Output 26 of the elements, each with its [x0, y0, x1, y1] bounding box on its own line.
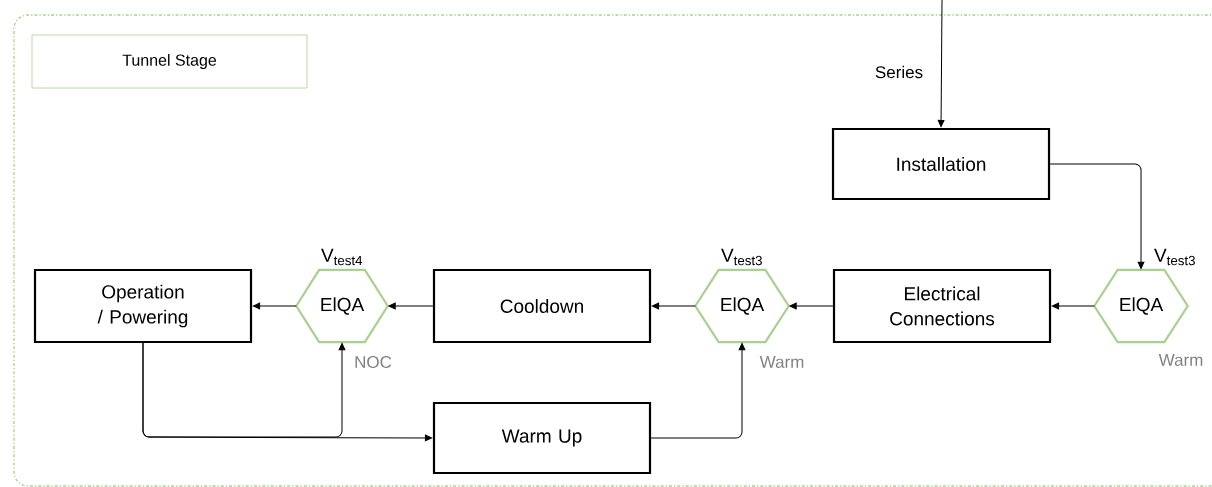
arrow: [651, 302, 696, 310]
hexagon: ElQA: [694, 268, 790, 344]
arrow: [252, 302, 297, 310]
process-box: Installation: [831, 127, 1051, 201]
condition-label: NOC: [355, 356, 392, 369]
stage-label-box: Tunnel Stage: [31, 34, 308, 89]
arrow: [1051, 302, 1095, 310]
process-box: Cooldown: [432, 268, 652, 344]
arrow: [388, 302, 434, 310]
arrow: [650, 342, 746, 439]
hexagon: ElQA: [295, 268, 389, 344]
process-box: Warm Up: [432, 401, 652, 475]
arrow: [1049, 163, 1145, 270]
voltage-label: V$_{test4}$: [321, 248, 363, 266]
condition-label: Warm: [759, 356, 804, 368]
condition-label: Warm: [1158, 354, 1203, 366]
process-box: Operation / Powering: [33, 268, 253, 344]
voltage-label: V$_{test3}$: [721, 248, 762, 266]
stage-region: [13, 14, 1212, 487]
process-box: Electrical Connections: [832, 268, 1052, 344]
arrow: [789, 302, 834, 310]
voltage-label: V$_{test3}$: [1154, 248, 1195, 266]
arrow: [937, 0, 945, 128]
hexagon: ElQA: [1093, 268, 1190, 344]
arrow: [142, 342, 346, 438]
edge-label: Series: [873, 64, 925, 80]
